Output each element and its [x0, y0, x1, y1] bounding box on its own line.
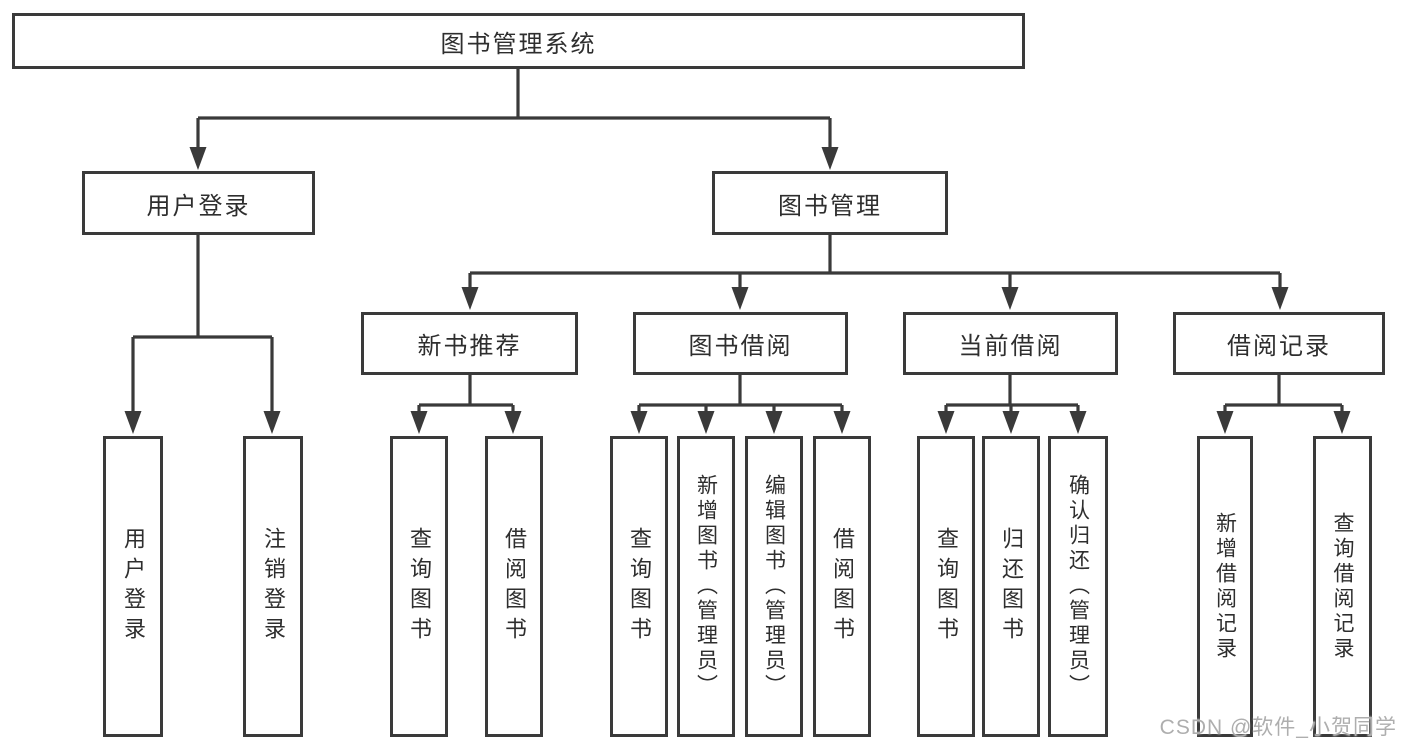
node-current-borrow: 当前借阅 — [903, 312, 1118, 375]
leaf-borrow-books: 借阅图书 — [813, 436, 871, 737]
node-book-management: 图书管理 — [712, 171, 948, 235]
leaf-query-books-current: 查询图书 — [917, 436, 975, 737]
node-borrow-record: 借阅记录 — [1173, 312, 1385, 375]
connector-user-login-children — [124, 235, 281, 434]
csdn-watermark: CSDN @软件_小贺同学 — [1159, 716, 1397, 739]
leaf-query-books-borrow: 查询图书 — [610, 436, 668, 737]
leaf-user-login: 用户登录 — [103, 436, 163, 737]
leaf-query-books-recommend: 查询图书 — [390, 436, 448, 737]
node-root-library-management-system: 图书管理系统 — [12, 13, 1025, 69]
connector-book-borrow-children — [630, 375, 851, 434]
node-new-book-recommend: 新书推荐 — [361, 312, 578, 375]
connector-current-borrow-children — [937, 375, 1087, 434]
leaf-add-books-admin: 新增图书（管理员） — [677, 436, 735, 737]
leaf-confirm-return-admin: 确认归还（管理员） — [1048, 436, 1108, 737]
connector-book-management-children — [461, 235, 1289, 310]
connector-borrow-record-children — [1216, 375, 1351, 434]
leaf-borrow-books-recommend: 借阅图书 — [485, 436, 543, 737]
connector-new-book-recommend-children — [410, 375, 522, 434]
leaf-return-books: 归还图书 — [982, 436, 1040, 737]
leaf-query-borrow-record: 查询借阅记录 — [1313, 436, 1372, 737]
leaf-edit-books-admin: 编辑图书（管理员） — [745, 436, 803, 737]
leaf-add-borrow-record: 新增借阅记录 — [1197, 436, 1253, 737]
node-user-login: 用户登录 — [82, 171, 315, 235]
connector-root-to-level2 — [189, 69, 839, 170]
node-book-borrow: 图书借阅 — [633, 312, 848, 375]
leaf-logout: 注销登录 — [243, 436, 303, 737]
